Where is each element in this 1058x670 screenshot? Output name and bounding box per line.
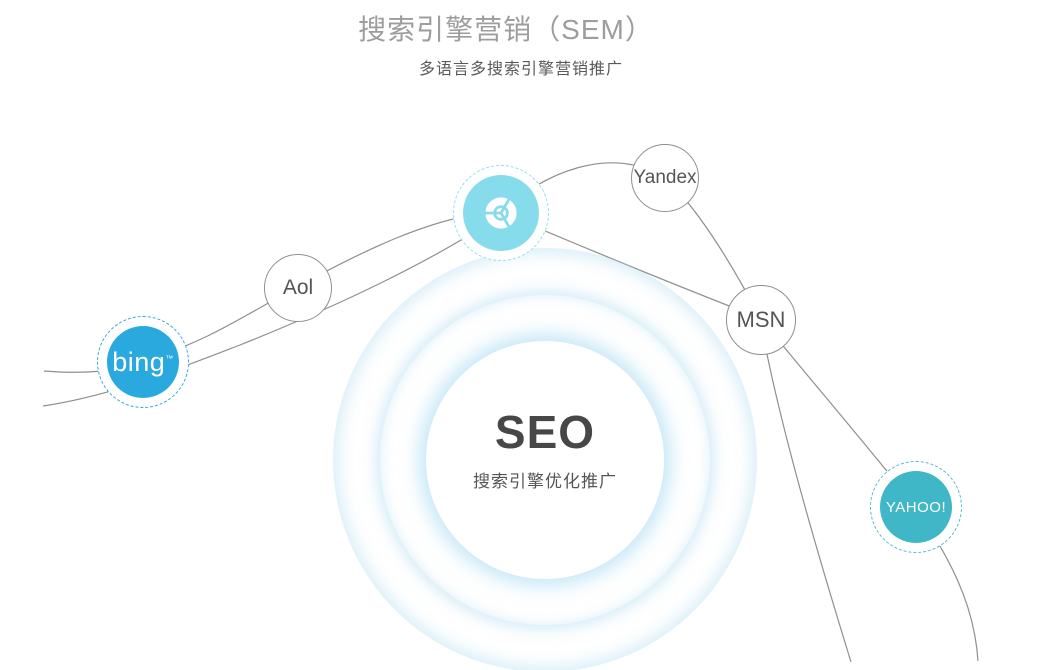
- page-title: 搜索引擎营销（SEM）: [358, 14, 654, 45]
- aol-label: Aol: [282, 276, 314, 299]
- bing-logo-text: bing™: [112, 346, 174, 377]
- chrome-icon: [484, 197, 517, 229]
- msn-label: MSN: [736, 307, 786, 332]
- bing-logo: bing™: [107, 326, 179, 398]
- node-chrome: [453, 165, 549, 261]
- page-subtitle: 多语言多搜索引擎营销推广: [418, 61, 624, 78]
- node-msn: MSN: [726, 285, 796, 355]
- yandex-label: Yandex: [633, 167, 697, 188]
- seo-subtitle: 搜索引擎优化推广: [473, 471, 617, 491]
- yahoo-logo-text: YAHOO!: [885, 498, 947, 516]
- bing-trademark: ™: [165, 353, 174, 363]
- node-aol: Aol: [264, 254, 332, 322]
- chrome-logo: [463, 175, 539, 251]
- node-yandex: Yandex: [631, 144, 699, 212]
- connector-path-msn-bottom: [759, 317, 852, 663]
- node-bing: bing™: [97, 316, 189, 408]
- node-yahoo: YAHOO!: [870, 461, 962, 553]
- yahoo-logo: YAHOO!: [880, 471, 952, 543]
- seo-title: SEO: [494, 405, 596, 458]
- seo-circle: SEO 搜索引擎优化推广: [426, 341, 664, 579]
